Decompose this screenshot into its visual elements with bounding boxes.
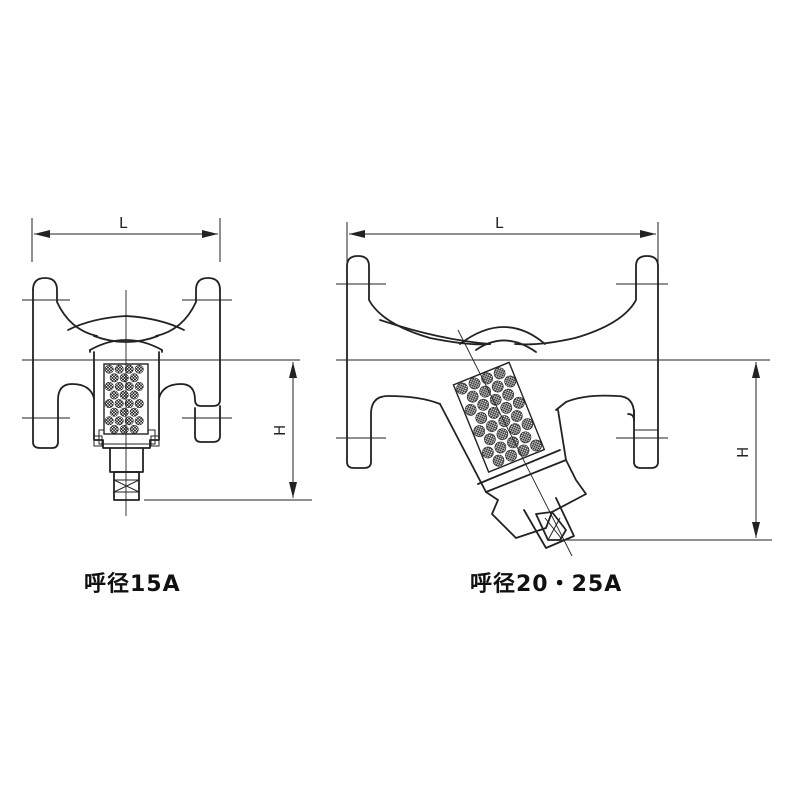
screen-hole xyxy=(129,390,139,400)
screen-hole xyxy=(119,373,129,383)
screen-hole xyxy=(509,423,521,436)
screen-hole xyxy=(119,390,129,400)
screen-hole xyxy=(473,425,486,438)
dim-label-l-15a: L xyxy=(119,214,128,232)
screen-hole xyxy=(466,390,479,403)
screen-hole xyxy=(491,380,504,393)
screen-hole xyxy=(134,364,144,374)
screen-hole xyxy=(124,364,134,374)
screen-hole xyxy=(500,402,513,414)
screen-hole xyxy=(104,381,114,391)
screen-hole xyxy=(485,420,498,432)
dimension-h-15a: H xyxy=(144,362,312,501)
dimension-l-20-25a: L xyxy=(346,214,659,262)
screen-hole xyxy=(129,407,139,417)
view-20-25a: L xyxy=(336,214,772,557)
screen-hole xyxy=(489,393,502,406)
screen-hole xyxy=(502,388,515,401)
screen-hole xyxy=(530,439,542,452)
screen-hole xyxy=(504,375,517,388)
screen-hole xyxy=(109,390,119,400)
screen-hole xyxy=(109,424,119,434)
screen-hole xyxy=(510,410,523,422)
dim-label-h-15a: H xyxy=(271,425,289,436)
screen-hole xyxy=(494,441,507,454)
screen-hole xyxy=(114,416,124,426)
screen-hole xyxy=(134,416,144,426)
centerlines-15a xyxy=(22,290,300,516)
screen-hole xyxy=(477,398,490,411)
screen-hole xyxy=(104,399,114,409)
screen-hole xyxy=(464,404,477,416)
screen-hole xyxy=(104,364,114,374)
screen-hole xyxy=(521,418,534,430)
screen-hole xyxy=(124,416,134,426)
screen-hole xyxy=(492,454,505,467)
screen-hole xyxy=(114,381,124,391)
screen-hole xyxy=(456,382,468,395)
screen-hole xyxy=(124,399,134,409)
view-15a: L xyxy=(22,214,312,516)
screen-hole xyxy=(517,444,530,457)
screen-hole xyxy=(104,416,114,426)
screen-hole xyxy=(468,377,481,390)
screen-hole xyxy=(482,446,494,459)
screen-hole xyxy=(119,407,129,417)
dimension-h-20-25a: H xyxy=(556,362,772,541)
screen-hole xyxy=(484,433,496,446)
screen-hole xyxy=(496,428,509,441)
caption-20-25a: 呼径20・25A xyxy=(470,572,623,597)
screen-hole xyxy=(114,364,124,374)
screen-hole xyxy=(119,424,129,434)
screen-hole xyxy=(505,449,517,462)
screen-hole xyxy=(475,412,488,424)
screen-hole xyxy=(129,373,139,383)
centerlines-20-25a xyxy=(336,283,770,557)
screen-hole xyxy=(512,396,525,409)
screen-hole xyxy=(109,407,119,417)
screen-hole xyxy=(493,367,506,380)
dimension-l-15a: L xyxy=(31,214,221,262)
screen-hole xyxy=(134,399,144,409)
caption-15a: 呼径15A xyxy=(84,572,181,597)
screen-hole xyxy=(124,381,134,391)
screen-mesh-20-25a xyxy=(456,367,542,467)
screen-hole xyxy=(109,373,119,383)
screen-mesh-15a xyxy=(104,364,144,434)
screen-hole xyxy=(519,431,532,444)
screen-hole xyxy=(129,424,139,434)
screen-hole xyxy=(134,381,144,391)
screen-hole xyxy=(114,399,124,409)
strainer-body-20-25a xyxy=(346,255,659,549)
dim-label-h-20-25a: H xyxy=(734,447,752,458)
dim-label-l-20-25a: L xyxy=(495,214,504,232)
